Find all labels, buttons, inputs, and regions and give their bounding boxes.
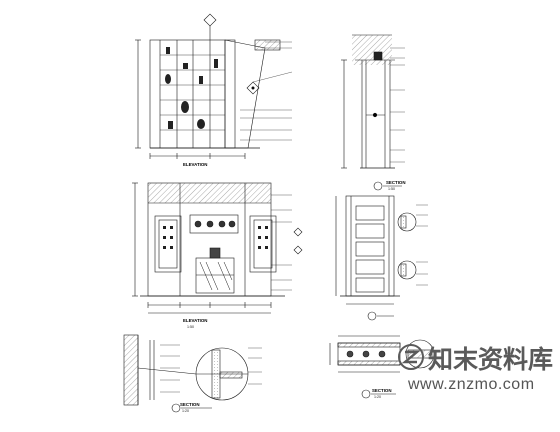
section-1-drawing	[341, 34, 405, 191]
section-3-drawing	[123, 334, 262, 413]
section-1-title: SECTION	[386, 180, 406, 185]
section-2-drawing	[335, 195, 428, 321]
elevation-2-title: ELEVATION	[183, 318, 207, 323]
section-2-title: SECTION	[180, 402, 200, 407]
watermark-url: www.znzmo.com	[408, 376, 535, 393]
elevation-2-drawing	[132, 182, 303, 314]
section-2-scale: 1:20	[182, 409, 189, 413]
elevation-2-scale: 1:50	[187, 325, 194, 329]
watermark: 知末资料库 www.znzmo.com	[394, 340, 558, 400]
section-3-scale: 1:20	[374, 395, 381, 399]
section-3-title: SECTION	[372, 388, 392, 393]
watermark-brand: 知末资料库	[428, 345, 554, 374]
elevation-1-title: ELEVATION	[183, 162, 207, 167]
elevation-1-drawing	[135, 13, 293, 159]
section-1-scale: 1:50	[388, 187, 395, 191]
watermark-logo-icon	[398, 344, 424, 370]
